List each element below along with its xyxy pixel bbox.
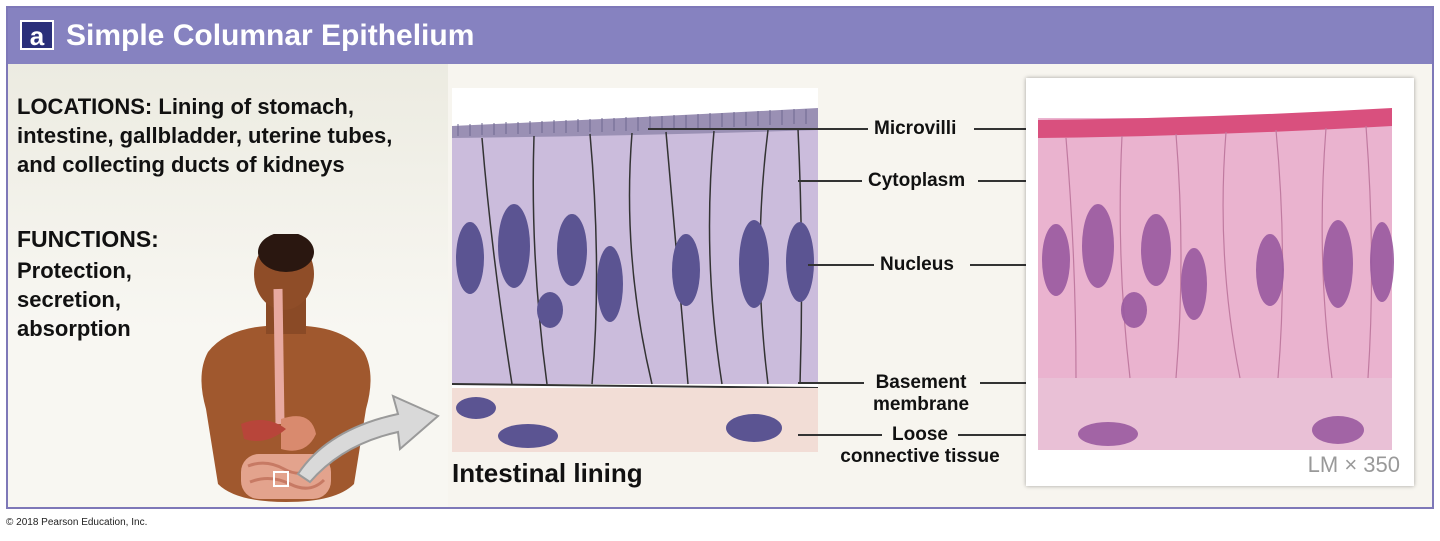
figure-title: Simple Columnar Epithelium <box>66 19 475 52</box>
leader-basement-left <box>798 382 864 384</box>
leader-microvilli-right <box>974 128 1054 130</box>
label-basement-line2: membrane <box>872 394 970 415</box>
leader-cytoplasm-left <box>798 180 862 182</box>
function-item: secretion, <box>17 287 121 312</box>
leader-nucleus-left <box>808 264 874 266</box>
copyright-notice: © 2018 Pearson Education, Inc. <box>6 517 148 528</box>
label-basement-membrane: Basement membrane <box>866 372 976 416</box>
locations-text: Lining of stomach, intestine, gallbladde… <box>17 94 393 177</box>
label-cytoplasm: Cytoplasm <box>868 170 966 191</box>
human-torso-illustration <box>201 234 371 502</box>
locations-block: LOCATIONS: Lining of stomach, intestine,… <box>17 92 397 179</box>
label-basement-line1: Basement <box>875 372 967 393</box>
epithelium-drawing <box>452 88 818 452</box>
leader-microvilli-left <box>648 128 868 130</box>
figure-frame: a Simple Columnar Epithelium LOCATIONS: … <box>6 6 1434 509</box>
leader-loose-left <box>798 434 882 436</box>
label-loose-connective-tissue: Loose connective tissue <box>830 424 1010 468</box>
micrograph-image <box>1038 108 1394 450</box>
panel-badge: a <box>20 20 54 50</box>
title-bar: a Simple Columnar Epithelium <box>8 8 1432 64</box>
label-microvilli: Microvilli <box>874 118 957 139</box>
label-loose-line2: connective tissue <box>840 446 1000 467</box>
leader-nucleus-right <box>970 264 1054 266</box>
function-item: absorption <box>17 316 131 341</box>
leader-cytoplasm-right <box>978 180 1054 182</box>
light-micrograph: LM × 350 <box>1026 78 1414 486</box>
functions-heading: FUNCTIONS: <box>17 226 159 252</box>
function-item: Protection, <box>17 258 132 283</box>
pointer-arrow <box>296 394 440 484</box>
label-loose-line1: Loose <box>892 424 948 445</box>
magnification-label: LM × 350 <box>1307 452 1400 477</box>
functions-list: Protection, secretion, absorption <box>17 256 132 343</box>
leader-loose-right <box>958 434 1058 436</box>
info-panel: LOCATIONS: Lining of stomach, intestine,… <box>8 64 448 507</box>
label-nucleus: Nucleus <box>880 254 954 275</box>
drawing-caption: Intestinal lining <box>452 458 643 488</box>
locations-heading: LOCATIONS: <box>17 94 153 119</box>
